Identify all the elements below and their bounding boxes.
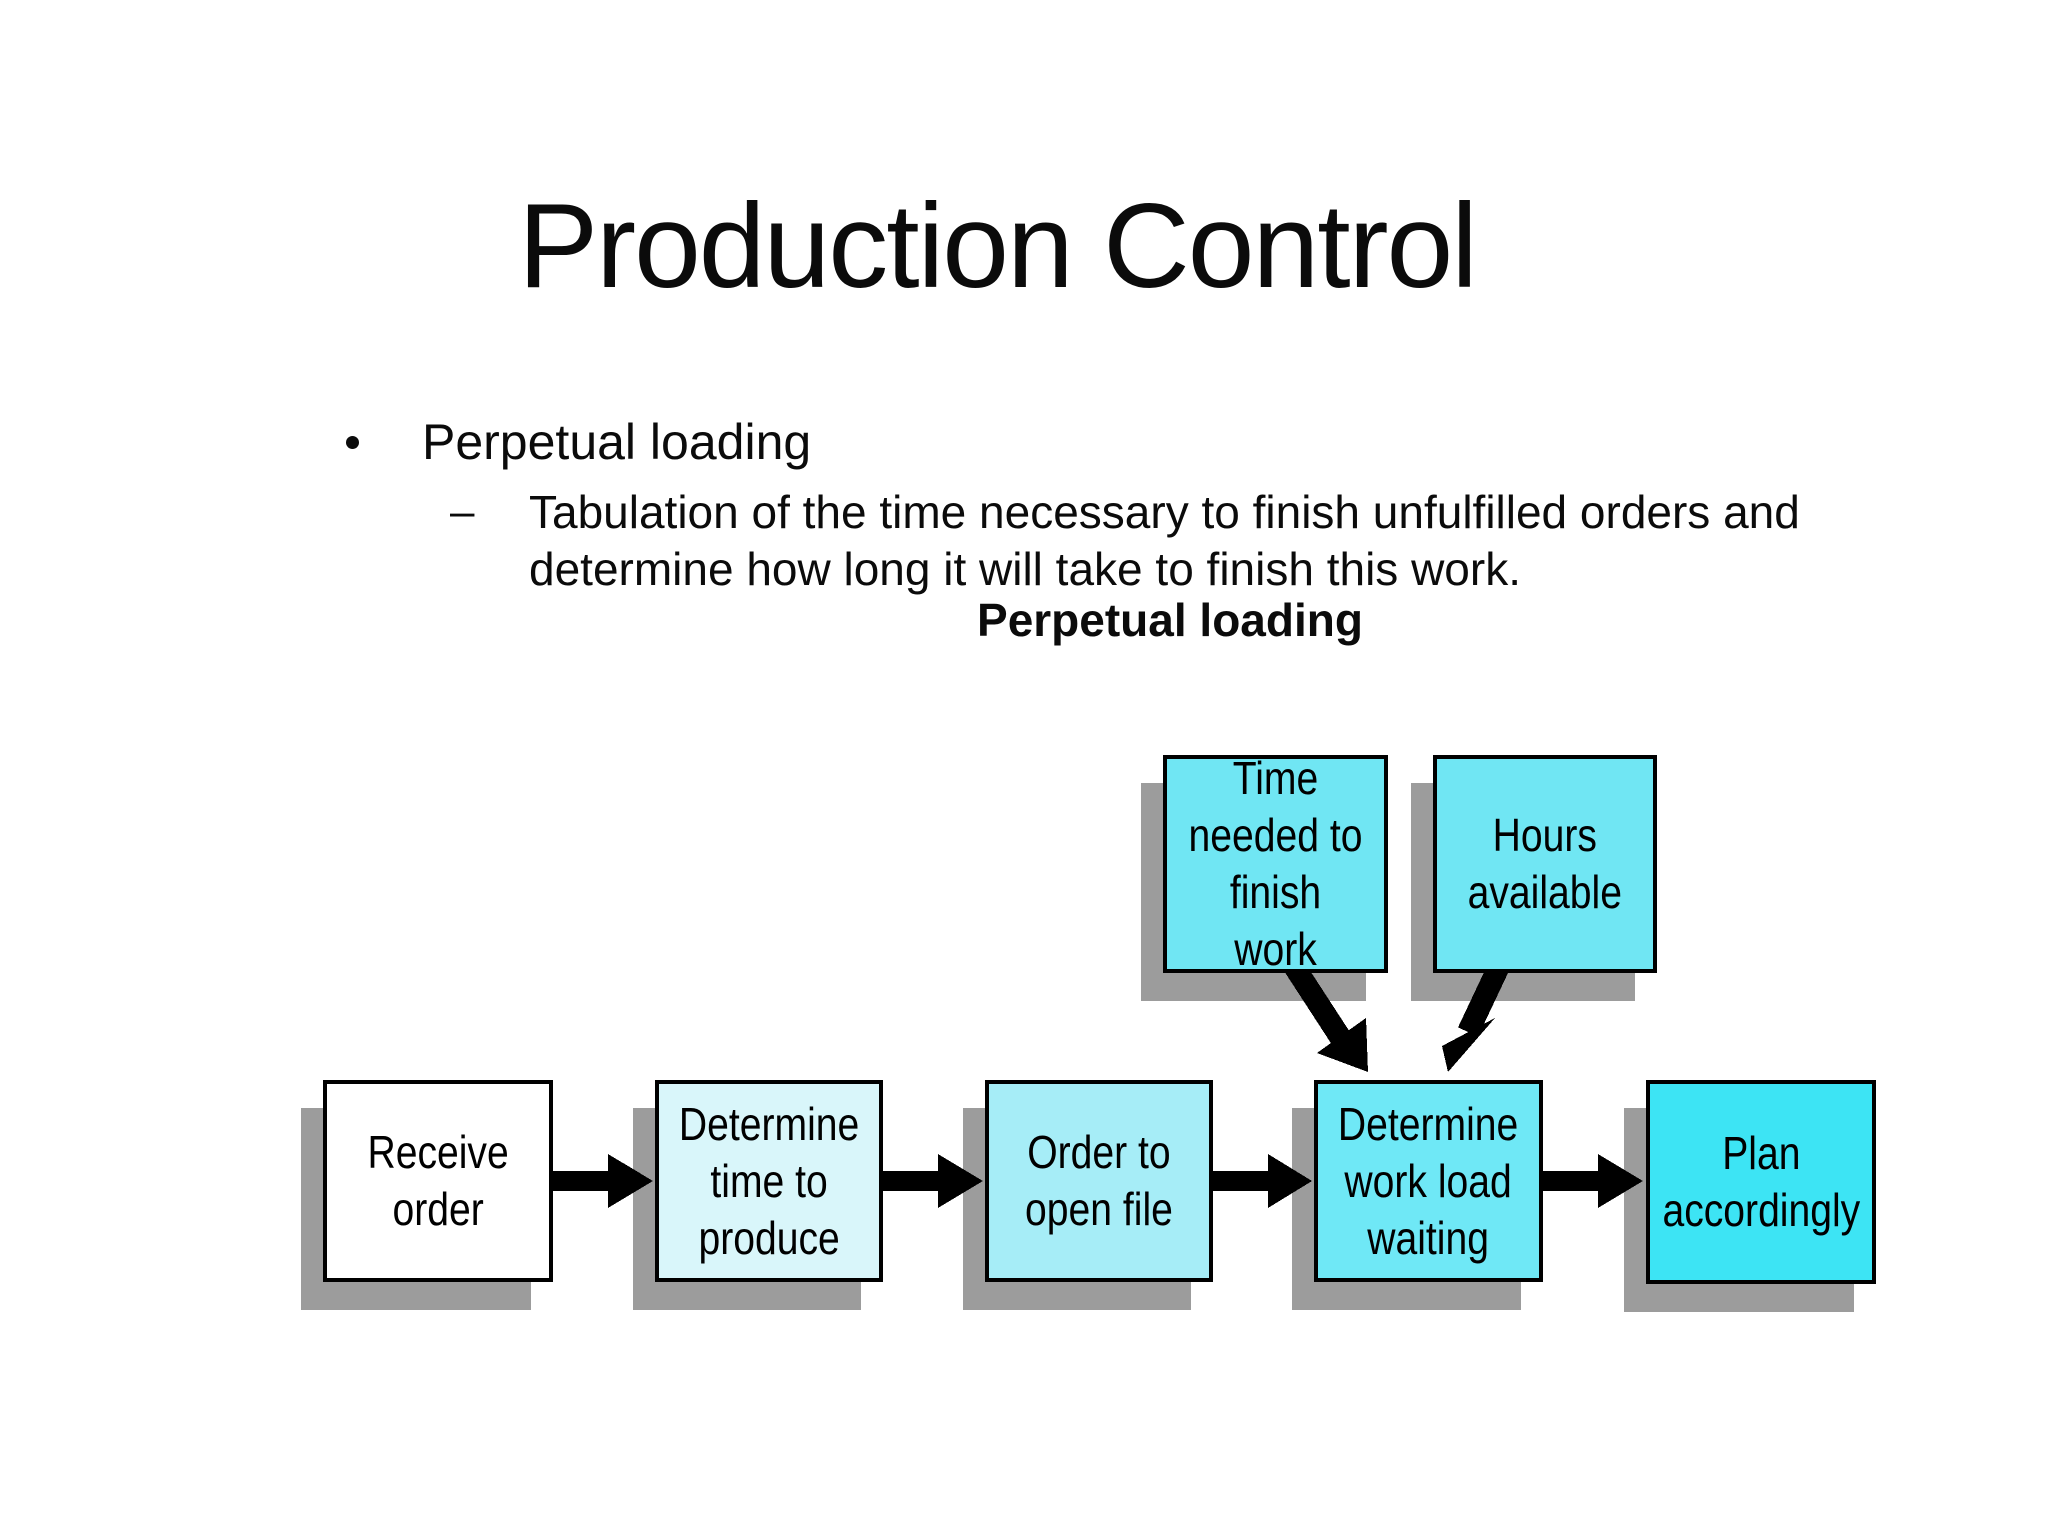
bullet-marker-icon — [346, 436, 359, 449]
node-plan-accordingly-label: Plan accordingly — [1662, 1127, 1860, 1236]
sub-bullet-line-2: determine how long it will take to finis… — [529, 543, 1521, 595]
node-hours-available: Hours available — [1433, 755, 1657, 973]
input-arrow-time-needed-stem — [1280, 954, 1352, 1046]
sub-bullet-text: Tabulation of the time necessary to fini… — [529, 484, 1800, 598]
flow-arrow-2-icon — [883, 1154, 983, 1208]
flow-arrow-4-icon — [1543, 1154, 1643, 1208]
node-order-open-file-label: Order to open file — [1025, 1126, 1173, 1235]
page-title: Production Control — [518, 179, 1478, 313]
node-plan-accordingly: Plan accordingly — [1646, 1080, 1876, 1284]
bullet-text: Perpetual loading — [422, 414, 812, 470]
node-time-needed: Time needed to finish work — [1163, 752, 1388, 975]
node-determine-workload-label: Determine work load waiting — [1338, 1097, 1519, 1264]
flow-arrow-3-icon — [1213, 1154, 1312, 1208]
node-determine-time: Determine time to produce — [655, 1080, 883, 1282]
node-determine-time-label: Determine time to produce — [678, 1097, 860, 1264]
input-arrow-hours-available-head-icon — [1442, 1018, 1495, 1072]
input-arrow-time-needed-head-icon — [1317, 1018, 1368, 1072]
flow-arrow-1-icon — [553, 1154, 653, 1208]
node-determine-workload: Determine work load waiting — [1314, 1080, 1543, 1282]
sub-bullet-line-1: Tabulation of the time necessary to fini… — [529, 486, 1800, 538]
node-receive-order-label: Receive order — [367, 1126, 509, 1235]
node-time-needed-label: Time needed to finish work — [1188, 752, 1363, 975]
node-order-open-file: Order to open file — [985, 1080, 1213, 1282]
node-hours-available-label: Hours available — [1467, 809, 1623, 918]
sub-bullet-dash-marker: – — [450, 487, 475, 536]
diagram-caption: Perpetual loading — [977, 594, 1363, 646]
node-receive-order: Receive order — [323, 1080, 553, 1282]
